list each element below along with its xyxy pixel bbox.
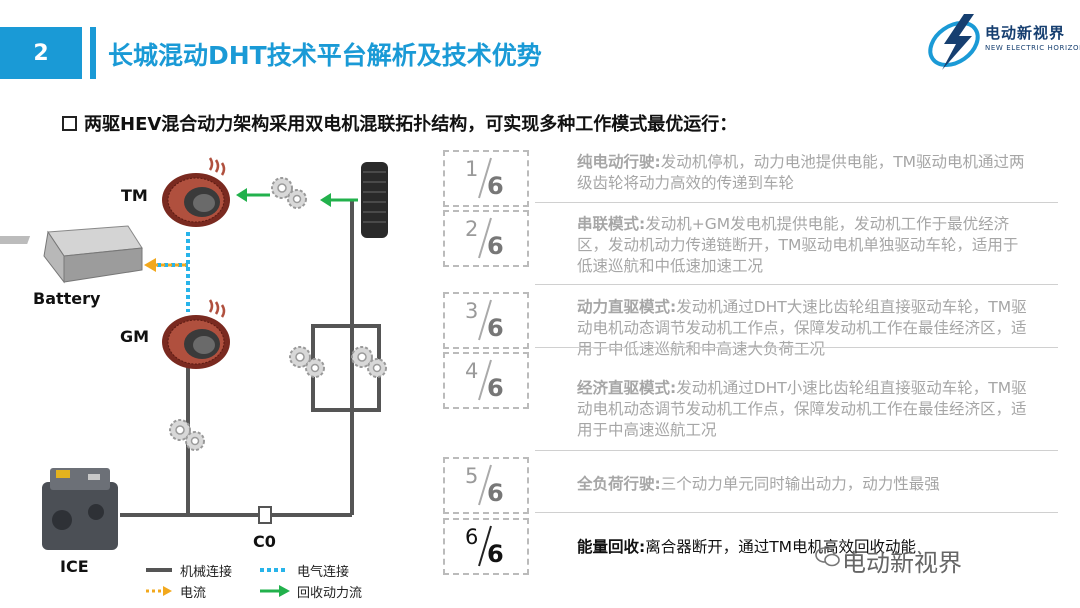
mode-number: 5 xyxy=(465,464,479,488)
fraction-slash-icon xyxy=(478,525,492,567)
mode-number: 6 xyxy=(465,525,479,549)
tm-motor-icon xyxy=(160,156,232,229)
mode-detail: 发动机停机，动力电池提供电能，TM驱动电机通过两级齿轮将动力高效的传递到车轮 xyxy=(577,153,1025,192)
subtitle: 两驱HEV混合动力架构采用双电机混联拓扑结构，可实现多种工作模式最优运行： xyxy=(84,114,738,135)
mode-name: 全负荷行驶: xyxy=(577,475,661,493)
gear-icon xyxy=(289,346,325,378)
fraction-slash-icon xyxy=(478,217,492,259)
c0-label: C0 xyxy=(253,532,276,551)
mode-description: 动力直驱模式:发动机通过DHT大速比齿轮组直接驱动车轮，TM驱动电机动态调节发动… xyxy=(577,297,1032,360)
current-arrow-head xyxy=(144,258,156,272)
mode-divider xyxy=(535,284,1058,285)
mode-description: 全负荷行驶:三个动力单元同时输出动力，动力性最强 xyxy=(577,474,1032,495)
tm-label: TM xyxy=(121,186,148,205)
mode-description: 能量回收:离合器断开，通过TM电机高效回收动能 xyxy=(577,537,1032,558)
mode-detail: 离合器断开，通过TM电机高效回收动能 xyxy=(645,538,917,556)
mode-name: 经济直驱模式: xyxy=(577,379,677,397)
legend-current: 电流 xyxy=(180,586,207,601)
brand-name-cn: 电动新视界 xyxy=(985,24,1066,42)
page-title: 长城混动DHT技术平台解析及技术优势 xyxy=(108,41,542,70)
mode-total: 6 xyxy=(487,172,504,200)
battery-icon xyxy=(0,225,143,284)
fraction-slash-icon xyxy=(478,464,492,506)
mode-divider xyxy=(535,202,1058,203)
mode-number: 4 xyxy=(465,359,479,383)
mode-detail: 三个动力单元同时输出动力，动力性最强 xyxy=(660,475,940,493)
gm-motor-icon xyxy=(160,298,232,371)
recovery-flow-arrows xyxy=(244,193,358,202)
fraction-slash-icon xyxy=(478,299,492,341)
mode-description: 串联模式:发动机+GM发电机提供电能，发动机工作于最优经济区，发动机动力传递链断… xyxy=(577,214,1032,277)
mechanical-connections xyxy=(120,200,381,517)
mode-detail: 发动机+GM发电机提供电能，发动机工作于最优经济区，发动机动力传递链断开，TM驱… xyxy=(577,215,1019,275)
mode-total: 6 xyxy=(487,314,504,342)
watermark: 电动新视界 xyxy=(842,549,962,577)
electrical-connections xyxy=(150,232,190,312)
mode-divider xyxy=(535,450,1058,451)
mode-name: 能量回收: xyxy=(577,538,646,556)
mode-total: 6 xyxy=(487,479,504,507)
mode-number: 1 xyxy=(465,157,479,181)
engine-icon xyxy=(42,468,118,550)
mode-name: 纯电动行驶: xyxy=(577,153,661,171)
gear-icon xyxy=(271,177,307,209)
legend-mechanical: 机械连接 xyxy=(180,565,233,580)
battery-label: Battery xyxy=(33,289,101,308)
mode-total: 6 xyxy=(487,232,504,260)
brand-logo-icon xyxy=(928,14,980,70)
mode-divider xyxy=(535,512,1058,513)
fraction-slash-icon xyxy=(478,359,492,401)
wechat-icon xyxy=(815,547,840,567)
mode-detail: 发动机通过DHT小速比齿轮组直接驱动车轮，TM驱动电机动态调节发动机工作点，保障… xyxy=(577,379,1027,439)
section-number: 2 xyxy=(0,27,82,79)
mode-total: 6 xyxy=(487,540,504,568)
title-accent-bar xyxy=(90,27,96,79)
mode-divider xyxy=(535,347,1058,348)
clutch-icon xyxy=(258,506,272,524)
legend-electrical: 电气连接 xyxy=(297,565,350,580)
mode-description: 纯电动行驶:发动机停机，动力电池提供电能，TM驱动电机通过两级齿轮将动力高效的传… xyxy=(577,152,1032,194)
mode-name: 动力直驱模式: xyxy=(577,298,677,316)
powertrain-diagram xyxy=(0,156,388,597)
brand-name-en: NEW ELECTRIC HORIZON xyxy=(985,44,1080,52)
gm-label: GM xyxy=(120,327,150,346)
fraction-slash-icon xyxy=(478,157,492,199)
ice-label: ICE xyxy=(60,557,89,576)
mode-total: 6 xyxy=(487,374,504,402)
mode-detail: 发动机通过DHT大速比齿轮组直接驱动车轮，TM驱动电机动态调节发动机工作点，保障… xyxy=(577,298,1027,358)
mode-name: 串联模式: xyxy=(577,215,646,233)
bullet-square-icon xyxy=(62,116,77,131)
mode-number: 2 xyxy=(465,217,479,241)
legend-recovery: 回收动力流 xyxy=(297,586,363,601)
mode-number: 3 xyxy=(465,299,479,323)
mode-description: 经济直驱模式:发动机通过DHT小速比齿轮组直接驱动车轮，TM驱动电机动态调节发动… xyxy=(577,378,1032,441)
tire-icon xyxy=(361,162,388,238)
